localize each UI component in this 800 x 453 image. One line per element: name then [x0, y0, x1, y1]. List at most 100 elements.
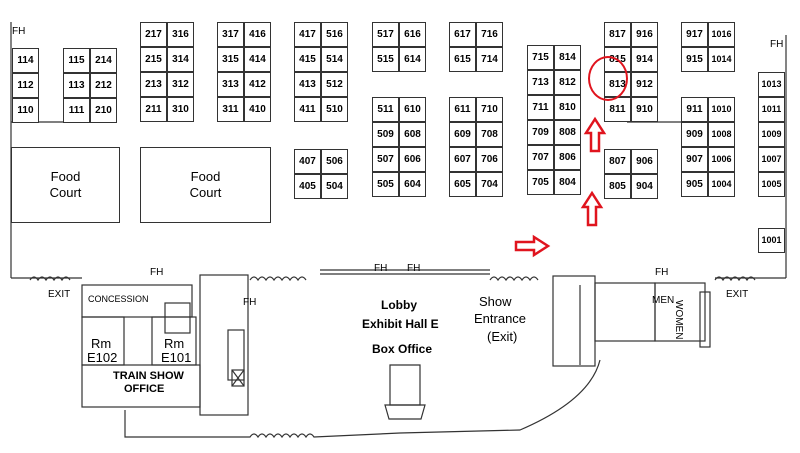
booth-915[interactable]: 915	[681, 47, 708, 72]
booth-1013[interactable]: 1013	[758, 72, 785, 97]
booth-705[interactable]: 705	[527, 170, 554, 195]
booth-410[interactable]: 410	[244, 97, 271, 122]
booth-115[interactable]: 115	[63, 48, 90, 73]
booth-213[interactable]: 213	[140, 72, 167, 97]
booth-817[interactable]: 817	[604, 22, 631, 47]
booth-1001[interactable]: 1001	[758, 228, 785, 253]
booth-907[interactable]: 907	[681, 147, 708, 172]
booth-311[interactable]: 311	[217, 97, 244, 122]
booth-806[interactable]: 806	[554, 145, 581, 170]
booth-1011[interactable]: 1011	[758, 97, 785, 122]
booth-708[interactable]: 708	[476, 122, 503, 147]
booth-914[interactable]: 914	[631, 47, 658, 72]
booth-313[interactable]: 313	[217, 72, 244, 97]
booth-1010[interactable]: 1010	[708, 97, 735, 122]
booth-616[interactable]: 616	[399, 22, 426, 47]
booth-1016[interactable]: 1016	[708, 22, 735, 47]
booth-1006[interactable]: 1006	[708, 147, 735, 172]
booth-312[interactable]: 312	[167, 72, 194, 97]
booth-212[interactable]: 212	[90, 73, 117, 98]
booth-314[interactable]: 314	[167, 47, 194, 72]
booth-512[interactable]: 512	[321, 72, 348, 97]
booth-412[interactable]: 412	[244, 72, 271, 97]
booth-606[interactable]: 606	[399, 147, 426, 172]
booth-905[interactable]: 905	[681, 172, 708, 197]
booth-716[interactable]: 716	[476, 22, 503, 47]
booth-810[interactable]: 810	[554, 95, 581, 120]
booth-509[interactable]: 509	[372, 122, 399, 147]
booth-610[interactable]: 610	[399, 97, 426, 122]
booth-904[interactable]: 904	[631, 174, 658, 199]
booth-517[interactable]: 517	[372, 22, 399, 47]
booth-909[interactable]: 909	[681, 122, 708, 147]
booth-415[interactable]: 415	[294, 47, 321, 72]
booth-506[interactable]: 506	[321, 149, 348, 174]
booth-413[interactable]: 413	[294, 72, 321, 97]
booth-514[interactable]: 514	[321, 47, 348, 72]
booth-1007[interactable]: 1007	[758, 147, 785, 172]
booth-608[interactable]: 608	[399, 122, 426, 147]
booth-807[interactable]: 807	[604, 149, 631, 174]
booth-214[interactable]: 214	[90, 48, 117, 73]
booth-114[interactable]: 114	[12, 48, 39, 73]
booth-709[interactable]: 709	[527, 120, 554, 145]
booth-507[interactable]: 507	[372, 147, 399, 172]
booth-604[interactable]: 604	[399, 172, 426, 197]
booth-811[interactable]: 811	[604, 97, 631, 122]
booth-808[interactable]: 808	[554, 120, 581, 145]
booth-407[interactable]: 407	[294, 149, 321, 174]
booth-911[interactable]: 911	[681, 97, 708, 122]
booth-316[interactable]: 316	[167, 22, 194, 47]
booth-609[interactable]: 609	[449, 122, 476, 147]
booth-110[interactable]: 110	[12, 98, 39, 123]
booth-411[interactable]: 411	[294, 97, 321, 122]
booth-112[interactable]: 112	[12, 73, 39, 98]
booth-317[interactable]: 317	[217, 22, 244, 47]
booth-805[interactable]: 805	[604, 174, 631, 199]
booth-1004[interactable]: 1004	[708, 172, 735, 197]
booth-804[interactable]: 804	[554, 170, 581, 195]
booth-614[interactable]: 614	[399, 47, 426, 72]
booth-916[interactable]: 916	[631, 22, 658, 47]
booth-611[interactable]: 611	[449, 97, 476, 122]
booth-714[interactable]: 714	[476, 47, 503, 72]
booth-910[interactable]: 910	[631, 97, 658, 122]
booth-607[interactable]: 607	[449, 147, 476, 172]
booth-713[interactable]: 713	[527, 70, 554, 95]
booth-710[interactable]: 710	[476, 97, 503, 122]
booth-211[interactable]: 211	[140, 97, 167, 122]
booth-707[interactable]: 707	[527, 145, 554, 170]
booth-516[interactable]: 516	[321, 22, 348, 47]
booth-615[interactable]: 615	[449, 47, 476, 72]
booth-504[interactable]: 504	[321, 174, 348, 199]
booth-310[interactable]: 310	[167, 97, 194, 122]
booth-405[interactable]: 405	[294, 174, 321, 199]
booth-704[interactable]: 704	[476, 172, 503, 197]
booth-1008[interactable]: 1008	[708, 122, 735, 147]
booth-414[interactable]: 414	[244, 47, 271, 72]
booth-217[interactable]: 217	[140, 22, 167, 47]
booth-515[interactable]: 515	[372, 47, 399, 72]
booth-706[interactable]: 706	[476, 147, 503, 172]
booth-417[interactable]: 417	[294, 22, 321, 47]
booth-906[interactable]: 906	[631, 149, 658, 174]
booth-511[interactable]: 511	[372, 97, 399, 122]
booth-505[interactable]: 505	[372, 172, 399, 197]
booth-812[interactable]: 812	[554, 70, 581, 95]
booth-814[interactable]: 814	[554, 45, 581, 70]
booth-1014[interactable]: 1014	[708, 47, 735, 72]
booth-617[interactable]: 617	[449, 22, 476, 47]
booth-510[interactable]: 510	[321, 97, 348, 122]
booth-416[interactable]: 416	[244, 22, 271, 47]
booth-210[interactable]: 210	[90, 98, 117, 123]
booth-605[interactable]: 605	[449, 172, 476, 197]
booth-1005[interactable]: 1005	[758, 172, 785, 197]
booth-1009[interactable]: 1009	[758, 122, 785, 147]
booth-113[interactable]: 113	[63, 73, 90, 98]
booth-215[interactable]: 215	[140, 47, 167, 72]
booth-912[interactable]: 912	[631, 72, 658, 97]
booth-111[interactable]: 111	[63, 98, 90, 123]
booth-715[interactable]: 715	[527, 45, 554, 70]
booth-711[interactable]: 711	[527, 95, 554, 120]
booth-315[interactable]: 315	[217, 47, 244, 72]
